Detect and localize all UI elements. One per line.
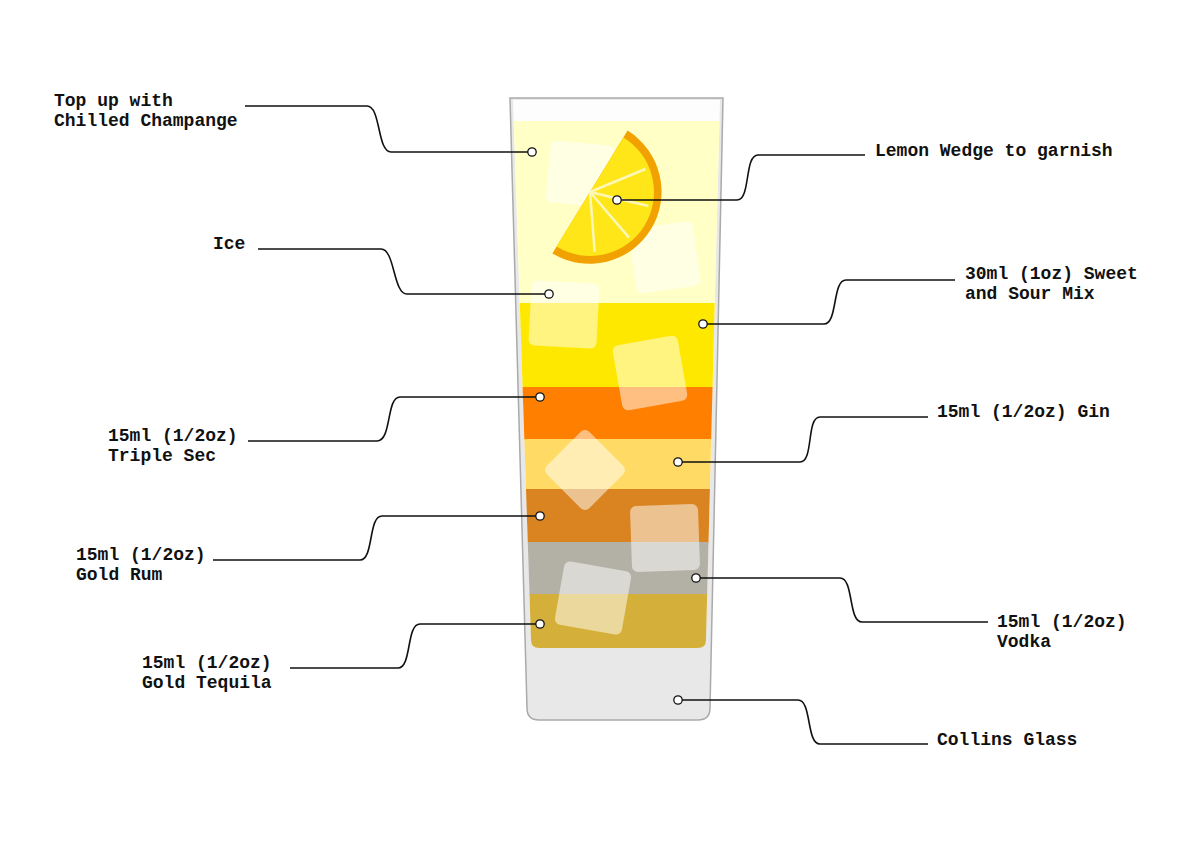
leader-line bbox=[682, 417, 928, 462]
leader-line bbox=[245, 106, 528, 152]
lemon-flesh bbox=[557, 137, 654, 256]
callout-label: 15ml (1/2oz) Vodka bbox=[997, 612, 1143, 652]
leader-dot bbox=[674, 696, 682, 704]
leader-dot bbox=[699, 320, 707, 328]
leader-dots bbox=[528, 148, 707, 704]
callout-label: 30ml (1oz) Sweet and Sour Mix bbox=[965, 264, 1154, 304]
lemon-segment bbox=[590, 192, 595, 252]
callout-label: 15ml (1/2oz) Gin bbox=[937, 402, 1110, 422]
callout-label: 15ml (1/2oz) Gold Tequila bbox=[142, 653, 288, 693]
lemon-segment bbox=[590, 192, 629, 238]
ice-cube bbox=[612, 335, 688, 411]
ice-cube bbox=[543, 428, 628, 513]
leader-line bbox=[213, 516, 536, 560]
lemon-rind bbox=[552, 131, 661, 264]
callout-label: Lemon Wedge to garnish bbox=[875, 141, 1113, 161]
leader-line bbox=[700, 578, 988, 622]
leader-dot bbox=[536, 620, 544, 628]
leader-line bbox=[682, 700, 928, 744]
ice-cube bbox=[630, 504, 700, 572]
leader-line bbox=[290, 624, 536, 668]
lemon-segments bbox=[590, 169, 648, 252]
triple-sec-layer bbox=[505, 387, 730, 440]
liquid-layers bbox=[505, 121, 730, 654]
callout-label: 15ml (1/2oz) Gold Rum bbox=[76, 545, 222, 585]
ice-cube bbox=[528, 280, 599, 348]
ice-cube bbox=[554, 561, 632, 636]
leader-dot bbox=[545, 290, 553, 298]
lemon-wedge bbox=[552, 131, 661, 264]
leader-line bbox=[248, 397, 536, 441]
leader-line bbox=[258, 249, 545, 294]
leader-dot bbox=[674, 458, 682, 466]
callout-label: Collins Glass bbox=[937, 730, 1077, 750]
callout-label: Ice bbox=[213, 234, 245, 254]
leader-dot bbox=[536, 393, 544, 401]
leader-dot bbox=[613, 196, 621, 204]
leader-lines bbox=[213, 106, 988, 744]
leader-dot bbox=[528, 148, 536, 156]
callout-label: 15ml (1/2oz) Triple Sec bbox=[108, 426, 254, 466]
callout-label: Top up with Chilled Champange bbox=[54, 91, 254, 131]
leader-dot bbox=[692, 574, 700, 582]
champagne-layer bbox=[505, 121, 730, 304]
lemon-segment bbox=[590, 169, 645, 192]
leader-line bbox=[707, 280, 955, 324]
leader-line bbox=[621, 155, 865, 200]
leader-dot bbox=[536, 512, 544, 520]
